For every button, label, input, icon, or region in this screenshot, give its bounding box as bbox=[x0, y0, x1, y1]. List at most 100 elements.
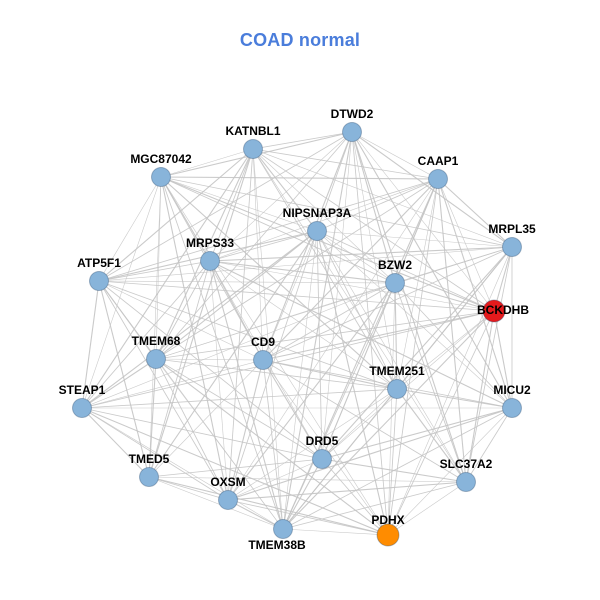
edge bbox=[262, 282, 396, 361]
edge bbox=[465, 246, 513, 483]
edge bbox=[282, 528, 389, 536]
edge bbox=[387, 388, 398, 536]
edge bbox=[321, 310, 495, 460]
edge bbox=[252, 148, 318, 232]
edge bbox=[252, 148, 396, 284]
edge bbox=[282, 178, 439, 530]
edge bbox=[387, 282, 396, 536]
node-TMEM68 bbox=[146, 349, 166, 369]
edge bbox=[98, 280, 150, 478]
node-label-ATP5F1: ATP5F1 bbox=[77, 256, 121, 270]
edge bbox=[394, 282, 398, 390]
node-label-DTWD2: DTWD2 bbox=[331, 107, 374, 121]
edge bbox=[316, 230, 323, 460]
edge bbox=[98, 280, 398, 390]
edge bbox=[262, 359, 284, 530]
node-TMEM38B bbox=[273, 519, 293, 539]
node-label-MRPS33: MRPS33 bbox=[186, 236, 234, 250]
node-STEAP1 bbox=[72, 398, 92, 418]
edge bbox=[98, 178, 439, 282]
edge bbox=[98, 280, 495, 312]
edge bbox=[81, 310, 495, 409]
edge bbox=[209, 260, 396, 284]
edge bbox=[98, 280, 323, 460]
edge bbox=[252, 148, 495, 312]
edge bbox=[387, 246, 513, 536]
edge bbox=[316, 230, 495, 312]
edge bbox=[351, 131, 439, 180]
edge bbox=[155, 282, 396, 360]
node-label-TMEM38B: TMEM38B bbox=[248, 538, 306, 552]
edge bbox=[160, 148, 254, 178]
edge bbox=[282, 481, 467, 530]
edge bbox=[81, 176, 162, 409]
edge bbox=[160, 176, 284, 530]
edge bbox=[148, 476, 467, 483]
node-label-CD9: CD9 bbox=[251, 335, 275, 349]
edge bbox=[148, 476, 284, 530]
node-MRPL35 bbox=[502, 237, 522, 257]
edge bbox=[262, 359, 323, 460]
edge bbox=[321, 246, 513, 460]
node-OXSM bbox=[218, 490, 238, 510]
edge bbox=[160, 176, 229, 501]
edge bbox=[396, 388, 513, 409]
edge bbox=[155, 358, 229, 501]
edge bbox=[262, 246, 513, 361]
edge bbox=[81, 407, 284, 530]
edge bbox=[252, 148, 398, 390]
node-CD9 bbox=[253, 350, 273, 370]
node-label-DRD5: DRD5 bbox=[306, 434, 339, 448]
edge bbox=[148, 358, 157, 478]
node-label-KATNBL1: KATNBL1 bbox=[225, 124, 280, 138]
edge bbox=[227, 388, 398, 501]
edge bbox=[227, 407, 513, 501]
node-label-CAAP1: CAAP1 bbox=[418, 154, 459, 168]
edge bbox=[209, 260, 229, 501]
edge bbox=[252, 148, 513, 248]
edge bbox=[396, 178, 439, 390]
node-label-TMEM251: TMEM251 bbox=[369, 364, 425, 378]
node-SLC37A2 bbox=[456, 472, 476, 492]
edge bbox=[321, 388, 398, 460]
edge bbox=[81, 388, 398, 409]
edge bbox=[98, 148, 254, 282]
node-label-MICU2: MICU2 bbox=[493, 383, 531, 397]
node-label-BZW2: BZW2 bbox=[378, 258, 412, 272]
edge bbox=[160, 176, 396, 284]
node-label-MGC87042: MGC87042 bbox=[130, 152, 192, 166]
node-BCKDHB bbox=[482, 299, 506, 323]
edge bbox=[98, 280, 229, 501]
edge bbox=[81, 407, 229, 501]
edge bbox=[227, 499, 284, 530]
edge bbox=[351, 131, 467, 483]
edge bbox=[81, 407, 323, 460]
edge bbox=[465, 407, 513, 483]
edge bbox=[98, 260, 211, 282]
edge bbox=[209, 260, 513, 409]
edge bbox=[321, 131, 353, 460]
edge bbox=[155, 358, 398, 390]
edge bbox=[148, 359, 264, 478]
node-label-BCKDHB: BCKDHB bbox=[477, 303, 529, 317]
node-label-TMEM68: TMEM68 bbox=[132, 334, 181, 348]
edge bbox=[387, 481, 467, 536]
edge bbox=[493, 246, 513, 312]
node-TMED5 bbox=[139, 467, 159, 487]
edge bbox=[252, 131, 353, 150]
edge bbox=[394, 282, 467, 483]
edge bbox=[155, 176, 162, 360]
edge bbox=[98, 176, 162, 282]
edge bbox=[262, 359, 389, 536]
edge bbox=[262, 359, 398, 390]
edge bbox=[81, 282, 396, 409]
edge bbox=[148, 148, 254, 478]
edge bbox=[227, 458, 323, 501]
edge bbox=[252, 148, 264, 361]
edge bbox=[81, 260, 211, 409]
node-label-NIPSNAP3A: NIPSNAP3A bbox=[283, 206, 352, 220]
node-label-STEAP1: STEAP1 bbox=[59, 383, 106, 397]
edge bbox=[81, 230, 318, 409]
